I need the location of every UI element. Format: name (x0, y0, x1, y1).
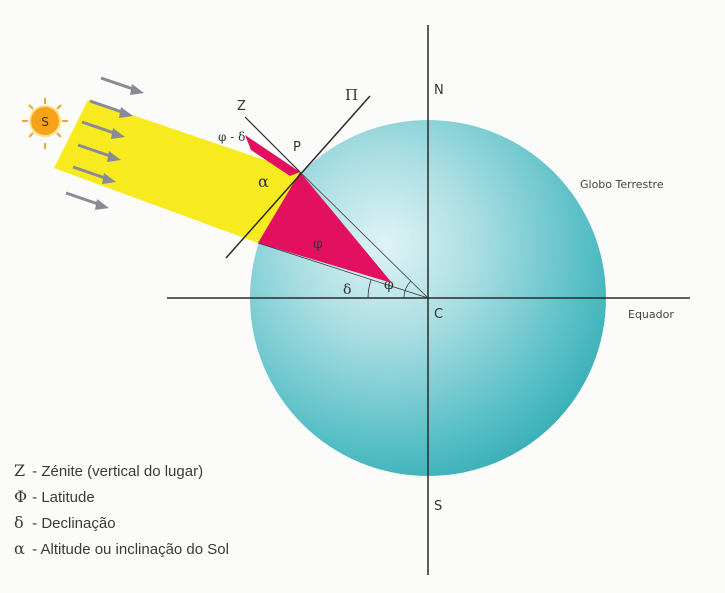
line-c-beam (257, 242, 429, 299)
globe-label: Globo Terrestre (580, 178, 664, 191)
alpha-label: α (258, 172, 269, 191)
equator-label: Equador (628, 308, 674, 321)
line-c-p (299, 171, 429, 299)
legend-item: δ - Declinação (14, 513, 116, 532)
zenith-line (244, 116, 301, 173)
sun-ray-arrows (65, 76, 144, 210)
south-label: S (434, 499, 442, 514)
sun-label: S (41, 115, 49, 129)
delta-arc (367, 279, 372, 299)
sun-icon (22, 98, 68, 149)
angle-wedge-top (245, 135, 300, 176)
center-label: C (434, 307, 443, 322)
phi-arc (403, 280, 412, 299)
phi-wedge-label: φ (313, 236, 323, 252)
tangent-plane-line (225, 95, 371, 259)
legend: Z - Zénite (vertical do lugar) Φ - Latit… (14, 458, 229, 562)
zenith-label: Z (237, 99, 246, 114)
legend-item: Z - Zénite (vertical do lugar) (14, 461, 204, 480)
legend-item: Φ - Latitude (14, 487, 95, 506)
point-p-label: P (293, 140, 301, 155)
angle-wedge-main (258, 172, 392, 283)
legend-item: α - Altitude ou inclinação do Sol (14, 539, 229, 558)
plane-label: Π (345, 86, 358, 104)
phi-minus-delta-label: φ - δ (218, 130, 245, 144)
north-label: N (434, 83, 444, 98)
delta-label: δ (343, 282, 351, 298)
phi-center-label: φ (384, 277, 394, 293)
